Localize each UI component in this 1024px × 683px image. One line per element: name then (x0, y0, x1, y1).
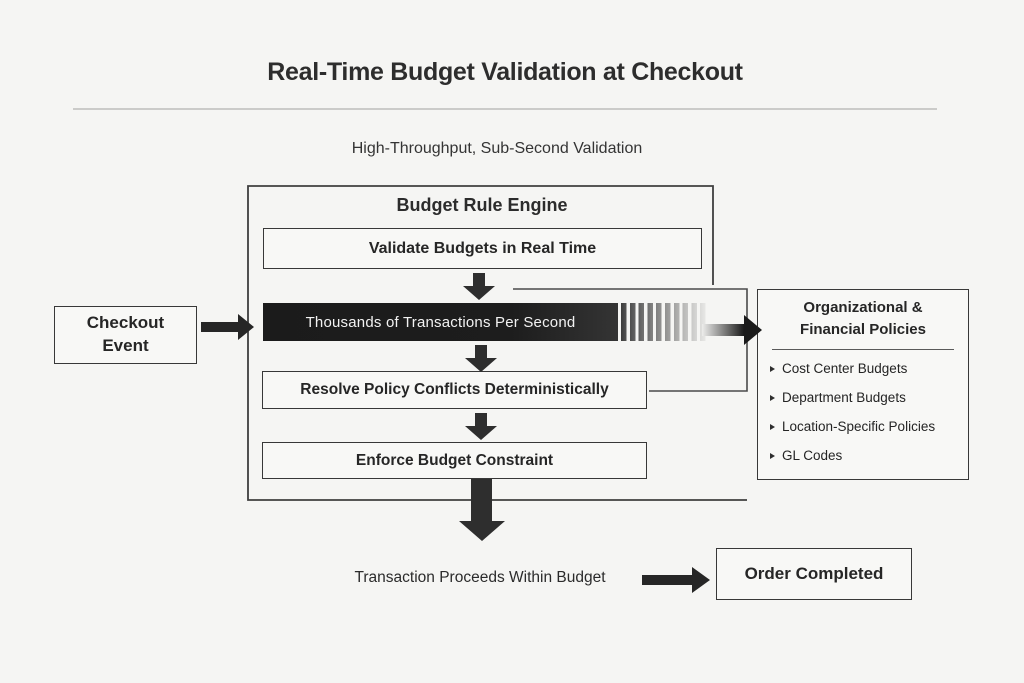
policy-list-item: GL Codes (770, 441, 962, 470)
engine-title: Budget Rule Engine (396, 195, 568, 215)
flow-arrow-down-icon (465, 413, 497, 440)
title-divider (73, 108, 937, 110)
resolve-step-node: Resolve Policy Conflicts Deterministical… (262, 371, 647, 409)
policies-title-line1: Organizational & (803, 299, 923, 316)
order-completed-label: Order Completed (744, 564, 884, 583)
throughput-fade-stripes (621, 303, 709, 341)
bullet-triangle-icon (770, 423, 775, 430)
bullet-triangle-icon (770, 452, 775, 459)
resolve-step-label: Resolve Policy Conflicts Deterministical… (300, 381, 609, 398)
engine-exit-arrow-down-icon (459, 479, 505, 541)
policy-list-item: Department Budgets (770, 383, 962, 412)
policies-title: Organizational & Financial Policies (758, 297, 968, 341)
validate-step-label: Validate Budgets in Real Time (368, 239, 597, 257)
throughput-bar-label: Thousands of Transactions Per Second (305, 313, 576, 331)
policy-item-label: Location-Specific Policies (782, 419, 936, 435)
checkout-event-node: Checkout Event (54, 306, 197, 364)
throughput-bar: Thousands of Transactions Per Second (263, 303, 618, 341)
enforce-step-node: Enforce Budget Constraint (262, 442, 647, 479)
policy-item-label: GL Codes (782, 448, 843, 464)
flow-arrow-down-icon (463, 273, 495, 300)
policies-title-line2: Financial Policies (800, 321, 926, 338)
page-title: Real-Time Budget Validation at Checkout (267, 58, 743, 86)
page-subtitle: High-Throughput, Sub-Second Validation (351, 140, 643, 157)
order-completed-node: Order Completed (716, 548, 912, 600)
policies-node: Organizational & Financial Policies Cost… (757, 289, 969, 480)
outcome-caption: Transaction Proceeds Within Budget (354, 569, 606, 586)
checkout-event-label: Checkout Event (86, 313, 165, 355)
throughput-arrow-right-icon (702, 315, 762, 345)
policy-item-label: Cost Center Budgets (782, 361, 908, 377)
outcome-arrow-right-icon (642, 567, 710, 593)
checkout-arrow-right-icon (201, 314, 254, 340)
policy-list-item: Cost Center Budgets (770, 354, 962, 383)
policies-list: Cost Center Budgets Department Budgets L… (758, 352, 968, 470)
policies-divider (772, 349, 954, 351)
validate-step-node: Validate Budgets in Real Time (263, 228, 702, 269)
bullet-triangle-icon (770, 365, 775, 372)
policy-list-item: Location-Specific Policies (770, 412, 962, 441)
policy-item-label: Department Budgets (782, 390, 906, 406)
bullet-triangle-icon (770, 394, 775, 401)
enforce-step-label: Enforce Budget Constraint (355, 451, 554, 469)
flow-arrow-down-icon (465, 345, 497, 372)
